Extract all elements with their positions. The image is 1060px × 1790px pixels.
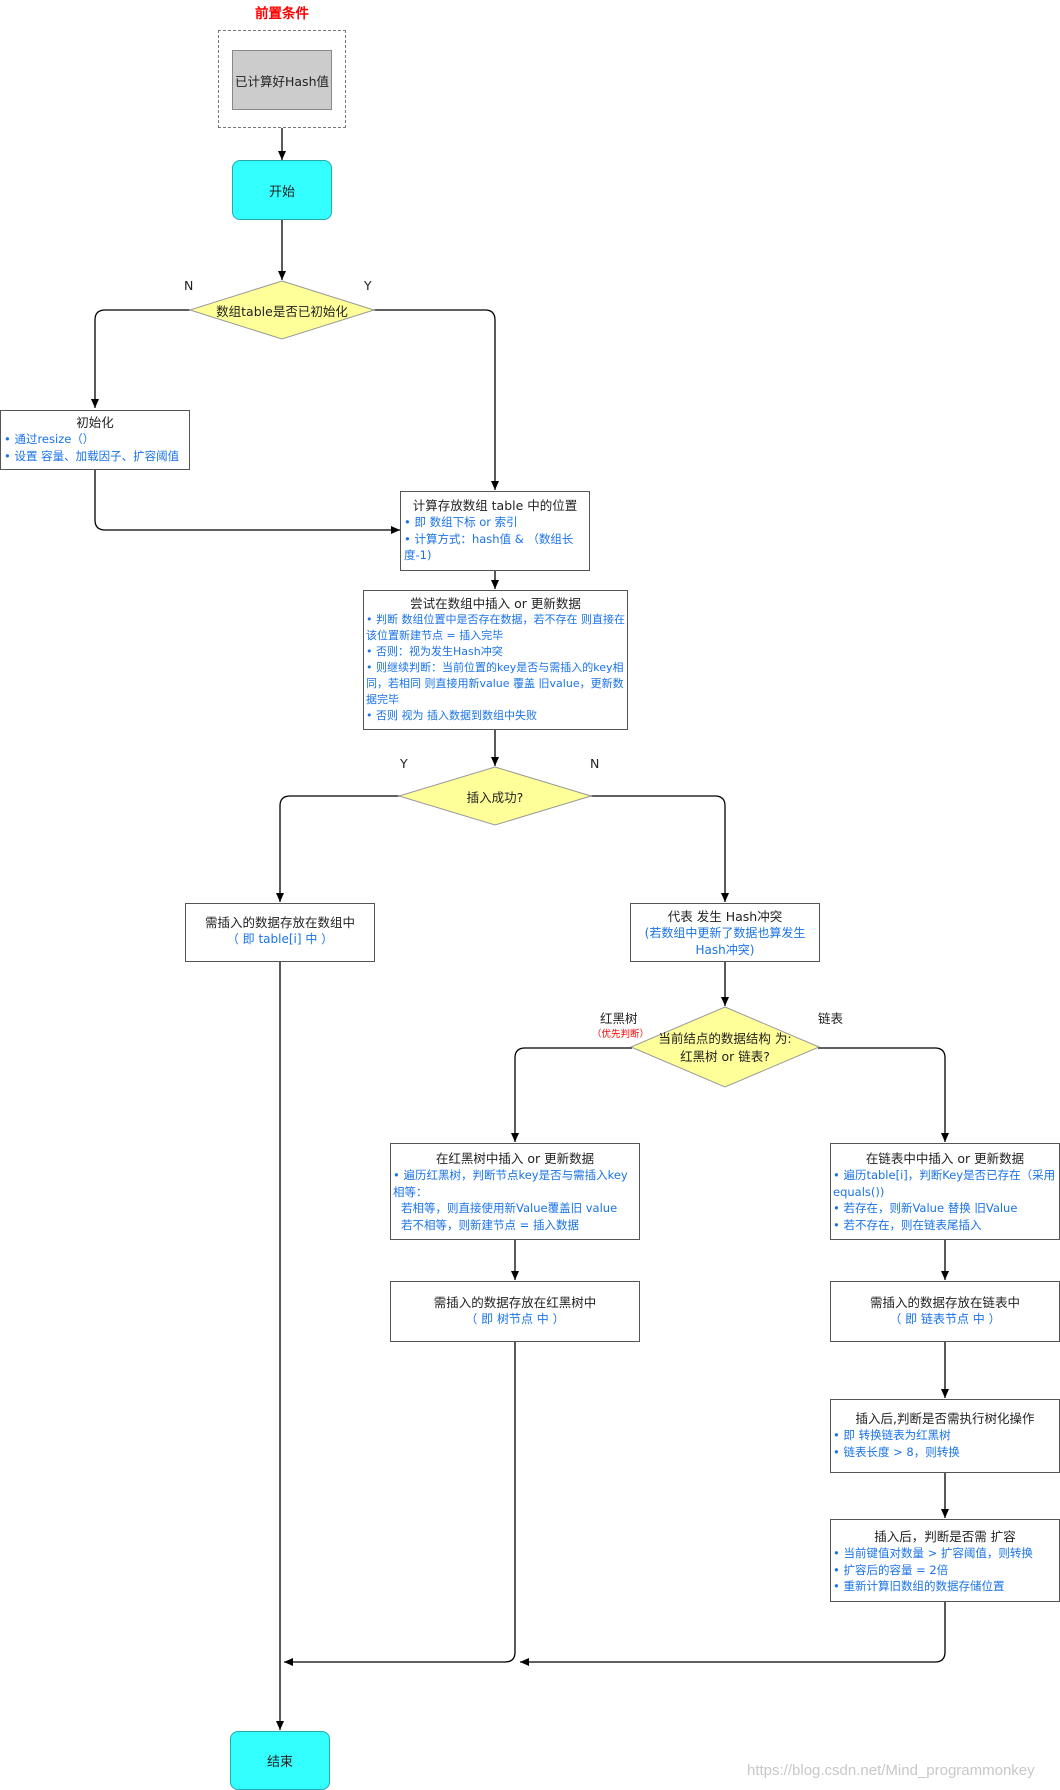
init-title: 初始化 — [76, 415, 114, 430]
calc-title: 计算存放数组 table 中的位置 — [412, 498, 578, 513]
decision-init-no: N — [184, 278, 194, 293]
edge-decision2-array — [276, 795, 400, 902]
resize-item-3: 重新计算旧数组的数据存储位置 — [833, 1578, 1059, 1595]
try-item-2: 否则：视为发生Hash冲突 — [366, 644, 625, 660]
rbtree-store-sub: （ 即 树节点 中 ） — [465, 1312, 565, 1326]
calc-box: 计算存放数组 table 中的位置 即 数组下标 or 索引 计算方式：hash… — [400, 491, 590, 571]
list-store-sub: （ 即 链表节点 中 ） — [889, 1312, 1001, 1326]
try-item-4: 否则 视为 插入数据到数组中失败 — [366, 708, 625, 724]
rbtree-store-title: 需插入的数据存放在红黑树中 — [433, 1295, 597, 1310]
precondition-heading: 前置条件 — [255, 6, 309, 22]
decision-init-label: 数组table是否已初始化 — [216, 304, 348, 319]
decision-insert-shape — [397, 766, 593, 826]
list-store-title: 需插入的数据存放在链表中 — [869, 1295, 1020, 1310]
watermark-text: https://blog.csdn.net/Mind_programmonkey — [747, 1762, 1035, 1779]
resize-item-2: 扩容后的容量 = 2倍 — [833, 1562, 1059, 1579]
conflict-box: 代表 发生 Hash冲突 (若数组中更新了数据也算发生Hash冲突) — [630, 903, 820, 962]
edge-init-calc — [94, 470, 400, 534]
treeify-box: 插入后,判断是否需执行树化操作 即 转换链表为红黑树 链表长度 > 8，则转换 — [830, 1399, 1060, 1473]
decision-insert-yes: Y — [400, 756, 408, 771]
decision-struct-shape — [629, 1006, 821, 1088]
edge-decision-init — [91, 309, 190, 408]
edge-resize-merge — [520, 1602, 946, 1666]
decision-struct-left-note: （优先判断） — [592, 1029, 650, 1040]
rbtree-item: 遍历红黑树，判断节点key是否与需插入key相等： — [393, 1167, 635, 1200]
rbtree-line-2: 若不相等，则新建节点 = 插入数据 — [401, 1217, 579, 1232]
resize-item-1: 当前键值对数量 > 扩容阈值，则转换 — [833, 1545, 1059, 1562]
decision-struct-line1: 当前结点的数据结构 为: — [658, 1031, 792, 1046]
rbtree-store-box: 需插入的数据存放在红黑树中 （ 即 树节点 中 ） — [390, 1281, 640, 1342]
decision-insert-no: N — [590, 756, 600, 771]
edge-decision3-rbtree — [511, 1047, 632, 1142]
edge-rbstore-merge — [284, 1342, 516, 1666]
edge-decision-calc — [372, 309, 499, 490]
try-title: 尝试在数组中插入 or 更新数据 — [410, 596, 581, 611]
end-label: 结束 — [266, 1755, 293, 1770]
list-box: 在链表中中插入 or 更新数据 遍历table[i]，判断Key是否已存在（采用… — [830, 1143, 1060, 1240]
try-box: 尝试在数组中插入 or 更新数据 判断 数组位置中是否存在数据，若不存在 则直接… — [363, 590, 628, 730]
decision-struct-right: 链表 — [818, 1011, 844, 1026]
edge-decision3-list — [818, 1047, 949, 1142]
end-node: 结束 — [230, 1731, 330, 1790]
treeify-item-2: 链表长度 > 8，则转换 — [833, 1444, 1059, 1461]
resize-box: 插入后，判断是否需 扩容 当前键值对数量 > 扩容阈值，则转换 扩容后的容量 =… — [830, 1519, 1060, 1602]
list-store-box: 需插入的数据存放在链表中 （ 即 链表节点 中 ） — [830, 1281, 1060, 1342]
precondition-frame — [218, 30, 346, 128]
array-store-title: 需插入的数据存放在数组中 — [204, 915, 355, 930]
calc-item-2: 计算方式：hash值 & （数组长度-1) — [404, 531, 583, 564]
list-item-1: 遍历table[i]，判断Key是否已存在（采用equals()) — [833, 1167, 1057, 1200]
array-store-box: 需插入的数据存放在数组中 （ 即 table[i] 中 ） — [185, 903, 375, 962]
list-title: 在链表中中插入 or 更新数据 — [865, 1151, 1025, 1166]
list-item-3: 若不存在，则在链表尾插入 — [833, 1217, 1057, 1234]
resize-title: 插入后，判断是否需 扩容 — [874, 1529, 1016, 1544]
decision-init-shape — [188, 280, 376, 340]
list-item-2: 若存在，则新Value 替换 旧Value — [833, 1200, 1057, 1217]
decision-struct-left: 红黑树 — [600, 1011, 638, 1026]
calc-item-1: 即 数组下标 or 索引 — [404, 514, 583, 531]
init-item-1: 通过resize（） — [4, 431, 189, 448]
init-box: 初始化 通过resize（） 设置 容量、加载因子、扩容阈值 — [0, 410, 190, 470]
init-item-2: 设置 容量、加载因子、扩容阈值 — [4, 448, 189, 465]
decision-struct-label: 当前结点的数据结构 为: 红黑树 or 链表? — [636, 1030, 814, 1066]
array-store-sub: （ 即 table[i] 中 ） — [226, 932, 334, 946]
try-item-1: 判断 数组位置中是否存在数据，若不存在 则直接在该位置新建节点 = 插入完毕 — [366, 612, 625, 644]
start-label: 开始 — [268, 184, 295, 200]
decision-init-yes: Y — [364, 278, 372, 293]
treeify-item-1: 即 转换链表为红黑树 — [833, 1427, 1059, 1444]
conflict-sub: (若数组中更新了数据也算发生Hash冲突) — [644, 926, 806, 957]
try-item-3: 则继续判断：当前位置的key是否与需插入的key相同，若相同 则直接用新valu… — [366, 660, 625, 708]
precondition-box: 已计算好Hash值 — [232, 50, 332, 110]
treeify-title: 插入后,判断是否需执行树化操作 — [855, 1411, 1035, 1426]
decision-struct-line2: 红黑树 or 链表? — [680, 1049, 770, 1064]
rbtree-box: 在红黑树中插入 or 更新数据 遍历红黑树，判断节点key是否与需插入key相等… — [390, 1143, 640, 1240]
decision-insert-label: 插入成功? — [466, 790, 524, 805]
edge-decision2-conflict — [590, 795, 729, 902]
start-node: 开始 — [232, 160, 332, 220]
rbtree-title: 在红黑树中插入 or 更新数据 — [435, 1151, 595, 1166]
conflict-title: 代表 发生 Hash冲突 — [667, 909, 783, 924]
precondition-box-label: 已计算好Hash值 — [235, 73, 329, 89]
rbtree-line-1: 若相等，则直接使用新Value覆盖旧 value — [401, 1201, 618, 1215]
